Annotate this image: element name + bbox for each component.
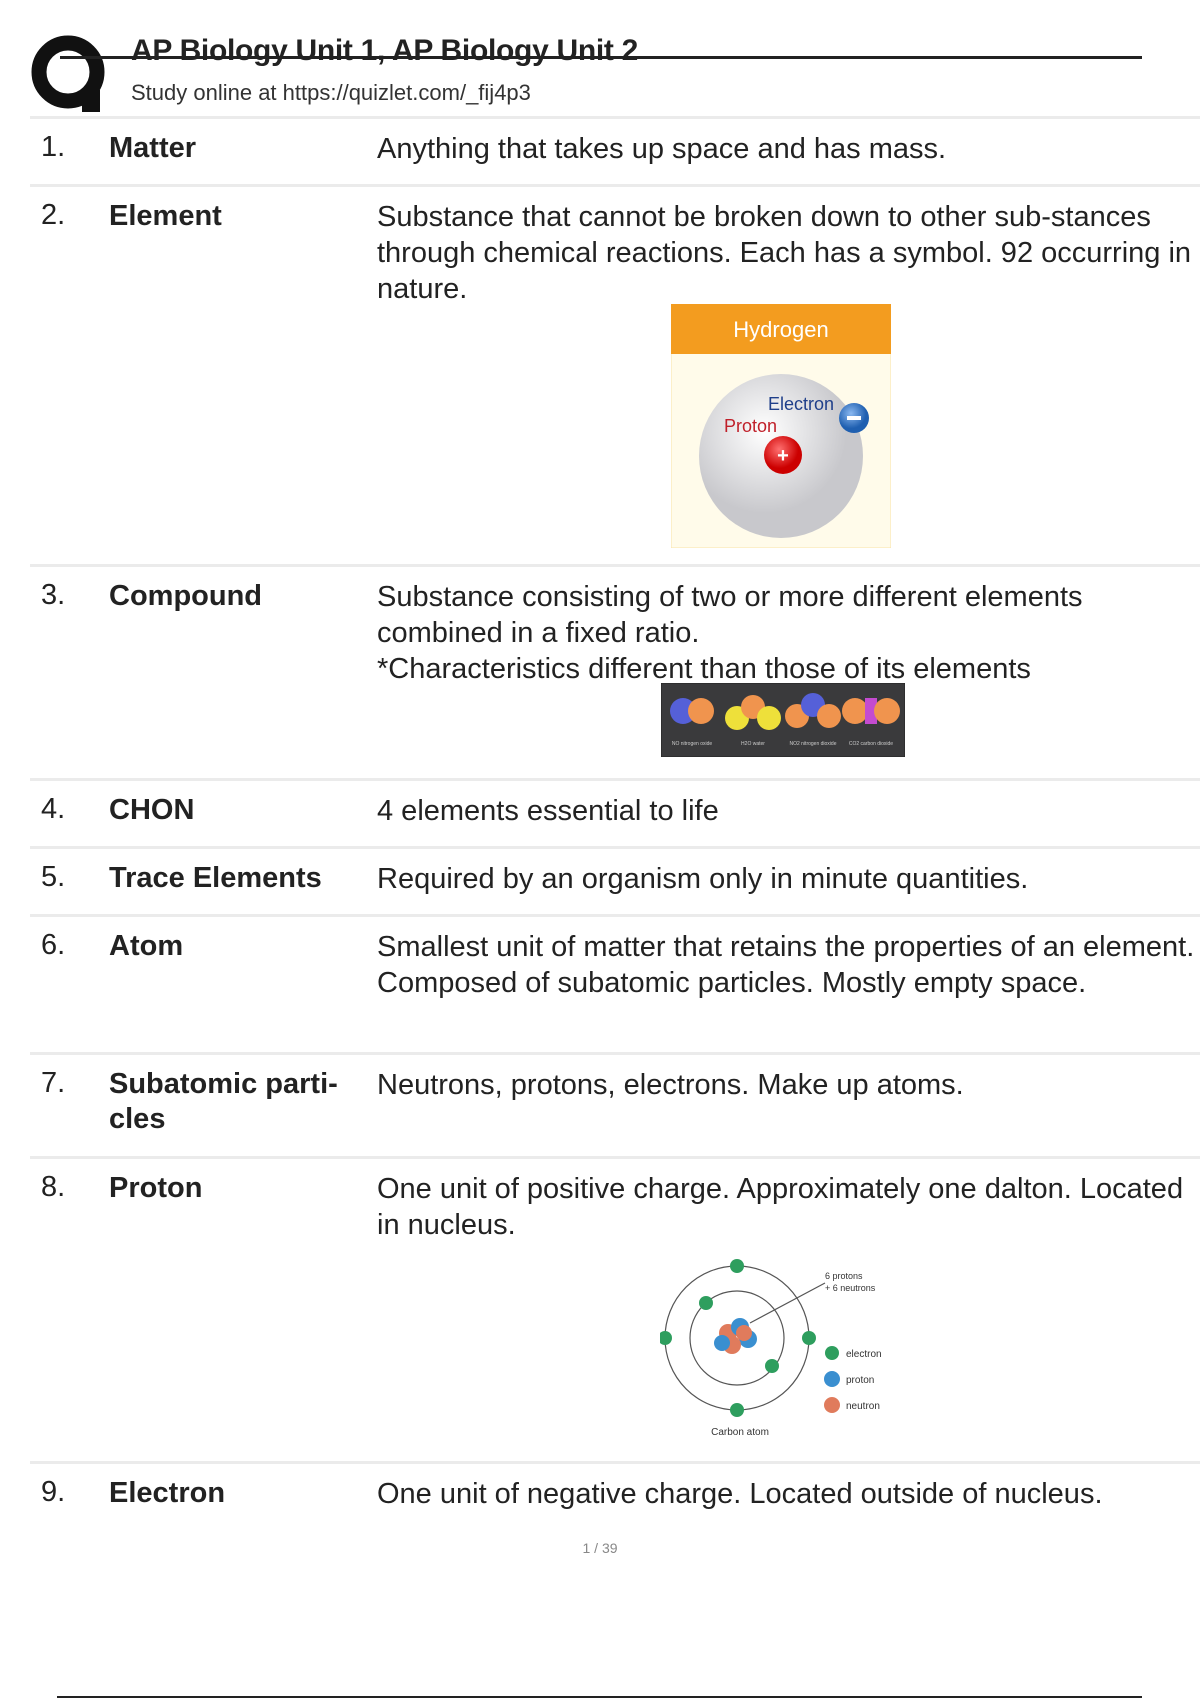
term: Trace Elements [109, 862, 322, 894]
definition-note: *Characteristics different than those of… [377, 653, 1031, 685]
definition: Substance that cannot be broken down to … [377, 201, 1192, 305]
molecule-label: H2O water [741, 741, 765, 747]
definition: One unit of positive charge. Approximate… [377, 1173, 1184, 1241]
electron-label: Electron [768, 394, 834, 414]
definition: One unit of negative charge. Located out… [377, 1478, 1103, 1510]
molecule-label: NO nitrogen oxide [672, 741, 713, 747]
hydrogen-title: Hydrogen [733, 317, 828, 342]
nucleus-label: + 6 neutrons [825, 1283, 876, 1293]
molecule-label: CO2 carbon dioxide [849, 741, 893, 747]
definition-text: Substance consisting of two or more diff… [377, 581, 1083, 649]
molecule-label: NO2 nitrogen dioxide [790, 741, 837, 747]
term: Subatomic parti-cles [109, 1068, 338, 1135]
neutron-icon [824, 1397, 840, 1413]
term-number: 4. [41, 793, 66, 825]
definition: 4 elements essential to life [377, 795, 719, 827]
term-number: 9. [41, 1476, 66, 1508]
definition: Required by an organism only in minute q… [377, 863, 1029, 895]
term-number: 6. [41, 929, 66, 961]
term-row: 9. Electron One unit of negative charge.… [30, 1461, 1200, 1534]
carbon-atom-diagram: 6 protons + 6 neutrons electron proton n… [660, 1259, 882, 1438]
title-rule [60, 56, 1142, 59]
term-number: 7. [41, 1067, 66, 1099]
term-number: 8. [41, 1171, 66, 1203]
hydrogen-atom-image: Hydrogen + Electron Proton [671, 304, 891, 548]
compound-molecules-image: NO nitrogen oxide H2O water NO2 nitrogen… [661, 683, 905, 757]
nucleus-label: 6 protons [825, 1271, 863, 1281]
electron-icon [825, 1346, 839, 1360]
bottom-rule [57, 1696, 1142, 1698]
definition: Anything that takes up space and has mas… [377, 133, 947, 165]
term-number: 3. [41, 579, 66, 611]
term: CHON [109, 794, 195, 826]
study-online-link[interactable]: Study online at https://quizlet.com/_fij… [131, 80, 531, 105]
term: Matter [109, 132, 197, 164]
term: Proton [109, 1172, 203, 1204]
definition: Smallest unit of matter that retains the… [377, 931, 1195, 999]
term-number: 1. [41, 131, 66, 163]
term: Element [109, 200, 222, 232]
term-row: 8. Proton One unit of positive charge. A… [30, 1156, 1200, 1464]
term: Compound [109, 580, 263, 612]
page-title: AP Biology Unit 1, AP Biology Unit 2 [131, 34, 639, 67]
term-row: 2. Element Substance that cannot be brok… [30, 184, 1200, 567]
legend-label: neutron [846, 1401, 880, 1412]
proton-icon [824, 1371, 840, 1387]
term-row: 3. Compound Substance consisting of two … [30, 564, 1200, 781]
electron-icons [660, 1259, 816, 1417]
quizlet-logo-icon [31, 35, 105, 112]
term-row: 6. Atom Smallest unit of matter that ret… [30, 914, 1200, 1055]
term-number: 2. [41, 199, 66, 231]
term-row: 5. Trace Elements Required by an organis… [30, 846, 1200, 917]
term-row: 4. CHON 4 elements essential to life [30, 778, 1200, 849]
term-row: 7. Subatomic parti-cles Neutrons, proton… [30, 1052, 1200, 1159]
definition: Substance consisting of two or more diff… [377, 579, 1200, 687]
term-number: 5. [41, 861, 66, 893]
term: Electron [109, 1477, 226, 1509]
term-row: 1. Matter Anything that takes up space a… [30, 116, 1200, 187]
term: Atom [109, 930, 184, 962]
legend-label: proton [846, 1375, 874, 1386]
definition: Neutrons, protons, electrons. Make up at… [377, 1069, 964, 1101]
nucleus [714, 1318, 757, 1354]
diagram-caption: Carbon atom [711, 1427, 769, 1438]
proton-icon [764, 436, 802, 474]
proton-label: Proton [724, 416, 777, 436]
page-number: 1 / 39 [582, 1540, 618, 1556]
legend-label: electron [846, 1349, 882, 1360]
svg-text:+: + [777, 445, 789, 467]
